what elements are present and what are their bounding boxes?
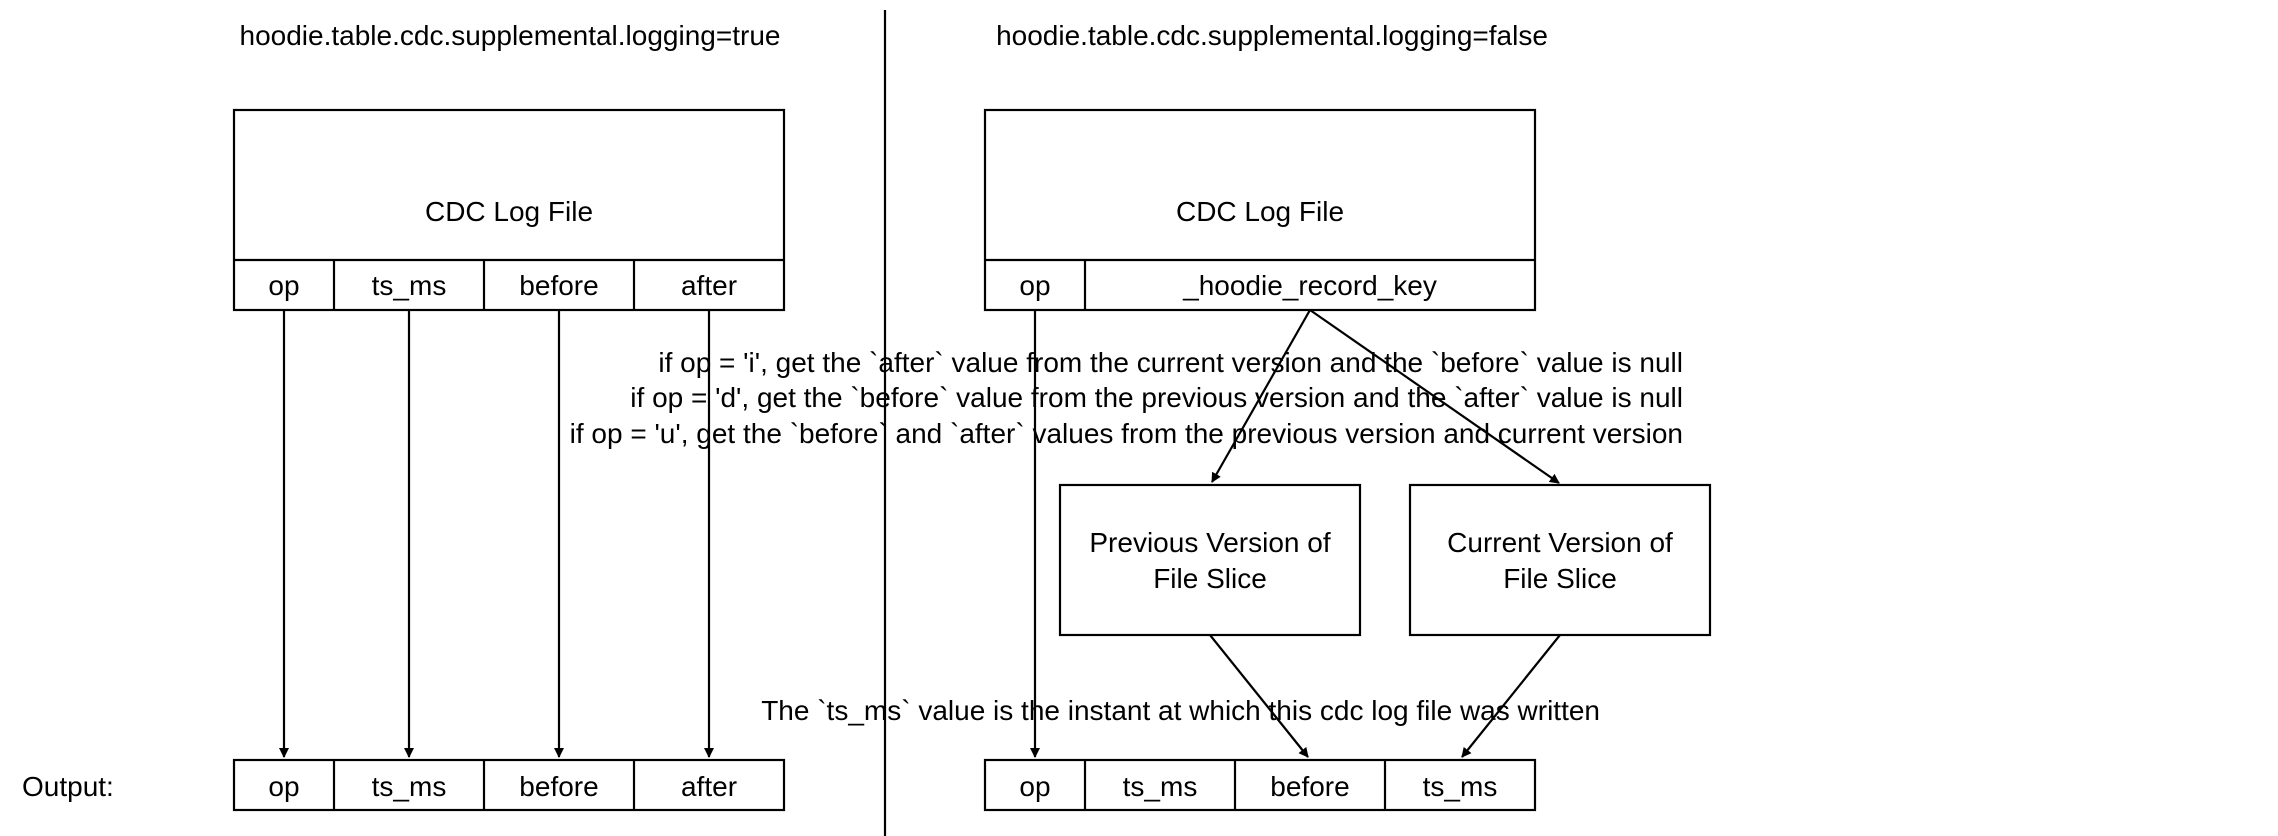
right-panel-title: hoodie.table.cdc.supplemental.logging=fa… (996, 20, 1548, 51)
right-cdc-log-file: CDC Log File op _hoodie_record_key (983, 108, 1537, 312)
right-output-before: before (1270, 771, 1349, 802)
output-label: Output: (22, 771, 114, 802)
right-file-box (983, 108, 1537, 312)
left-output-row: op ts_ms before after (232, 758, 786, 812)
right-file-label: CDC Log File (1176, 196, 1344, 227)
current-version-slice: Current Version of File Slice (1408, 483, 1712, 637)
left-output-before: before (519, 771, 598, 802)
right-field-record-key: _hoodie_record_key (1182, 270, 1437, 301)
left-field-op: op (268, 270, 299, 301)
left-output-after: after (681, 771, 737, 802)
arrow-to-current-slice (1309, 309, 1560, 484)
rule-update: if op = 'u', get the `before` and `after… (570, 418, 1683, 449)
previous-version-slice: Previous Version of File Slice (1058, 483, 1362, 637)
left-cdc-log-file: CDC Log File op ts_ms before after (232, 108, 786, 312)
previous-slice-line-1: Previous Version of (1089, 527, 1330, 558)
right-output-ts-ms: ts_ms (1123, 771, 1198, 802)
rule-delete: if op = 'd', get the `before` value from… (630, 382, 1683, 413)
arrow-previous-to-before (1209, 634, 1309, 758)
previous-slice-line-2: File Slice (1153, 563, 1267, 594)
arrow-current-to-ts-ms (1461, 634, 1561, 758)
ts-ms-note: The `ts_ms` value is the instant at whic… (761, 695, 1600, 726)
current-slice-line-1: Current Version of (1447, 527, 1673, 558)
right-field-op: op (1019, 270, 1050, 301)
right-output-ts-ms-2: ts_ms (1423, 771, 1498, 802)
right-output-op: op (1019, 771, 1050, 802)
left-output-ts-ms: ts_ms (372, 771, 447, 802)
left-field-ts-ms: ts_ms (372, 270, 447, 301)
current-slice-box (1408, 483, 1712, 637)
left-file-box (232, 108, 786, 312)
left-field-before: before (519, 270, 598, 301)
left-output-op: op (268, 771, 299, 802)
left-field-after: after (681, 270, 737, 301)
arrow-to-previous-slice (1211, 309, 1311, 483)
left-file-label: CDC Log File (425, 196, 593, 227)
left-output-box (232, 758, 786, 812)
current-slice-line-2: File Slice (1503, 563, 1617, 594)
previous-slice-box (1058, 483, 1362, 637)
left-panel-title: hoodie.table.cdc.supplemental.logging=tr… (240, 20, 781, 51)
right-output-row: op ts_ms before ts_ms (983, 758, 1537, 812)
rule-insert: if op = 'i', get the `after` value from … (658, 347, 1683, 378)
right-output-box (983, 758, 1537, 812)
